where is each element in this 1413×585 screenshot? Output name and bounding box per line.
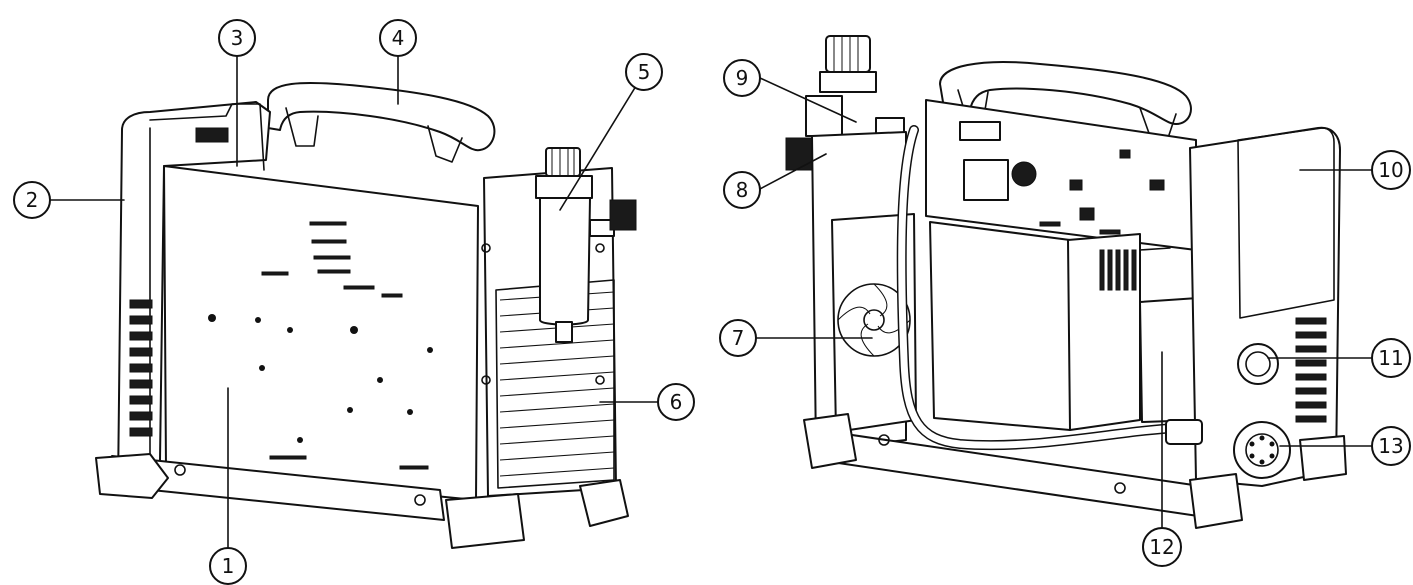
left-vent-slots	[129, 299, 153, 437]
callout-label: 8	[736, 178, 749, 202]
left-pcb-components	[208, 221, 433, 470]
left-rear-foot-a	[445, 493, 525, 549]
callout-2: 2	[13, 181, 125, 219]
callout-label: 2	[26, 188, 39, 212]
callout-label: 11	[1378, 346, 1403, 370]
callout-label: 10	[1378, 158, 1403, 182]
callout-label: 12	[1149, 535, 1174, 559]
callouts: 1 2 3 4 5 6	[13, 19, 1411, 585]
callout-label: 7	[732, 326, 745, 350]
right-rear-foot-b	[1299, 435, 1347, 481]
right-vent-slots	[1295, 317, 1327, 423]
callout-5: 5	[559, 53, 663, 211]
left-unit-louvers	[499, 291, 615, 477]
left-filter-regulator	[535, 147, 637, 343]
right-top-regulator	[785, 35, 905, 171]
left-pcb-panel	[163, 165, 479, 501]
callout-label: 6	[670, 390, 683, 414]
callout-11: 11	[1267, 338, 1411, 378]
callout-9: 9	[723, 59, 857, 123]
right-carry-handle	[939, 61, 1192, 125]
left-rear-foot-b	[579, 479, 629, 527]
callout-10: 10	[1299, 150, 1411, 190]
callout-6: 6	[599, 383, 695, 421]
callout-8: 8	[723, 153, 827, 209]
left-front-foot	[95, 453, 169, 499]
callout-3: 3	[218, 19, 256, 167]
callout-13: 13	[1279, 426, 1411, 466]
callout-4: 4	[379, 19, 417, 105]
callout-label: 5	[638, 60, 651, 84]
right-unit-illustration	[785, 35, 1347, 529]
callout-7: 7	[719, 319, 873, 357]
left-carry-handle	[267, 82, 496, 152]
right-pcb-components	[959, 121, 1165, 235]
left-unit-illustration	[95, 82, 637, 549]
right-front-foot	[803, 413, 857, 469]
callout-label: 3	[231, 26, 244, 50]
callout-12: 12	[1142, 351, 1182, 567]
right-rear-foot-a	[1189, 473, 1243, 529]
callout-1: 1	[209, 387, 247, 585]
callout-label: 9	[736, 66, 749, 90]
callout-label: 4	[392, 26, 405, 50]
callout-label: 1	[222, 554, 235, 578]
right-connector-socket	[1237, 343, 1279, 385]
callout-label: 13	[1378, 434, 1403, 458]
right-small-module	[1139, 297, 1201, 423]
right-torch-connector	[1233, 421, 1291, 479]
